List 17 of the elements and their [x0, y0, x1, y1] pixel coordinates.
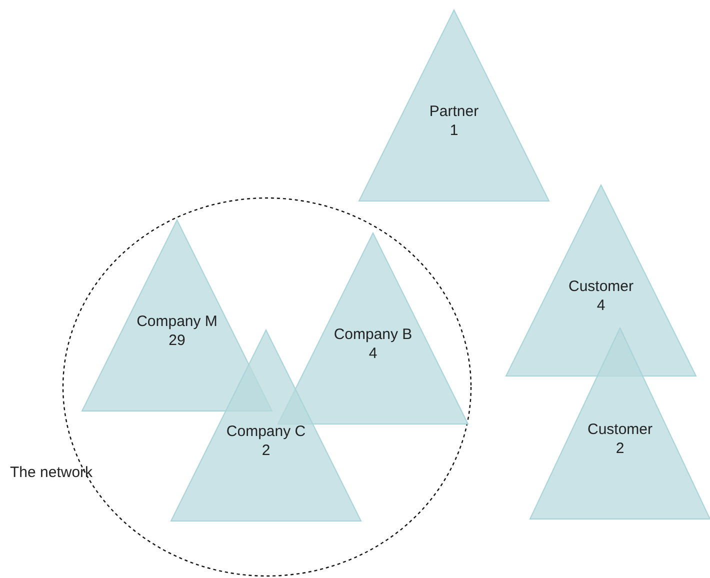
group-label: The network: [10, 463, 93, 482]
dashed-circle: [8, 197, 474, 578]
triangle: [506, 185, 696, 376]
triangle: [530, 328, 710, 519]
node-count: 4: [368, 344, 378, 363]
node-count: 29: [168, 331, 186, 350]
node-label: Customer: [568, 277, 634, 296]
node-count: 1: [450, 121, 458, 140]
node-label: Company C: [226, 422, 306, 441]
node-count: 2: [262, 441, 270, 460]
node-label: Partner: [429, 102, 479, 121]
triangle: [359, 10, 549, 201]
node-count: 2: [616, 439, 624, 458]
node-label: Customer: [587, 420, 653, 439]
node-label: Company B: [334, 325, 412, 344]
node-count: 4: [596, 296, 606, 315]
node-label: Company M: [136, 312, 218, 331]
